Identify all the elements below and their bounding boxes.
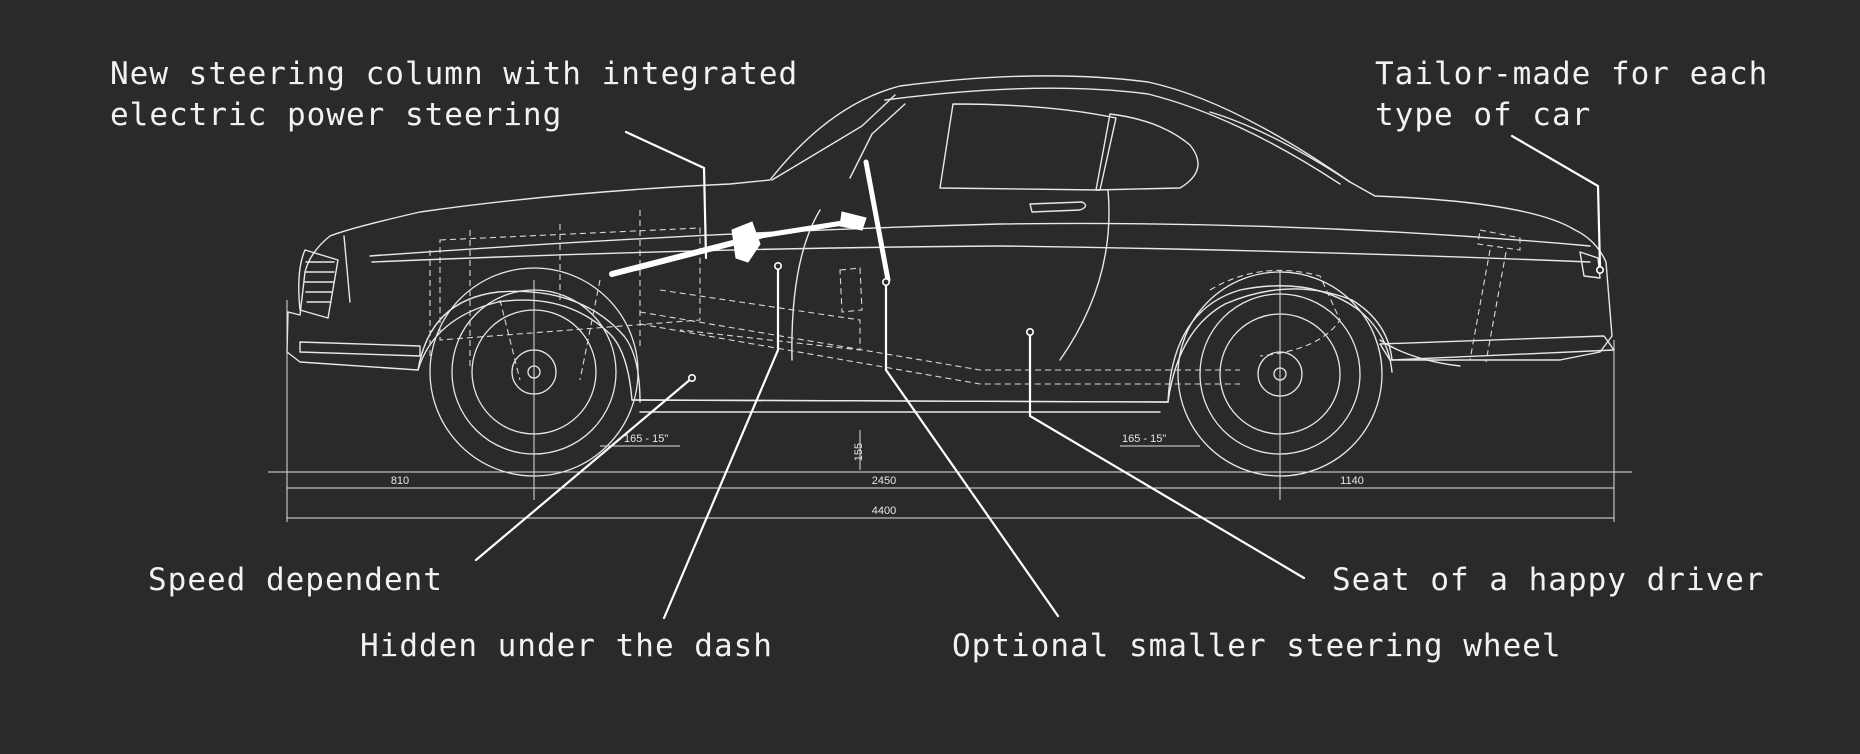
body-outline xyxy=(286,75,1613,403)
roof-line xyxy=(884,87,1341,185)
callout-tailor-made: Tailor-made for each type of car xyxy=(1375,54,1768,136)
steering-wheel xyxy=(863,159,891,283)
dimension-lines xyxy=(268,270,1632,522)
steering-coupling xyxy=(839,211,867,231)
driveshaft-dashed xyxy=(639,311,1240,371)
driveshaft-dashed-lower xyxy=(639,323,1240,385)
belt-line-upper xyxy=(369,222,1591,257)
callout-steering-column-line1: New steering column with integrated xyxy=(110,56,799,92)
tail-light xyxy=(1579,251,1601,279)
dim-rear-tire: 165 - 15" xyxy=(1122,433,1166,445)
callout-steering-column-line2: electric power steering xyxy=(110,97,563,133)
rear-wheel-arch xyxy=(1167,285,1393,403)
leader-optional-wheel xyxy=(884,280,1060,618)
callout-speed-dependent: Speed dependent xyxy=(148,560,443,601)
leader-hidden-dash xyxy=(662,264,780,620)
leader-speed-dependent xyxy=(474,376,694,562)
side-window-rear xyxy=(1095,113,1199,191)
callout-happy-driver-text: Seat of a happy driver xyxy=(1332,562,1765,598)
leader-steering-column xyxy=(624,130,708,260)
windshield-front xyxy=(771,94,896,181)
dim-wheelbase: 2450 xyxy=(872,475,896,487)
callout-happy-driver: Seat of a happy driver xyxy=(1332,560,1765,601)
engine-outline-dashed xyxy=(439,227,701,341)
callout-optional-wheel-text: Optional smaller steering wheel xyxy=(952,628,1562,664)
front-bumper xyxy=(299,341,421,357)
leader-endpoints xyxy=(687,261,1605,382)
endpoint-optional-wheel xyxy=(881,277,890,286)
endpoint-tailor-made xyxy=(1596,265,1605,274)
callout-steering-column: New steering column with integrated elec… xyxy=(110,54,798,136)
eps-motor xyxy=(731,221,761,263)
dim-front-overhang: 810 xyxy=(391,475,409,487)
dim-rear-overhang: 1140 xyxy=(1340,475,1364,487)
door-handle xyxy=(1029,201,1087,213)
gearbox-dashed xyxy=(659,289,861,351)
endpoint-hidden-dash xyxy=(773,261,782,270)
grille xyxy=(298,249,339,319)
dim-overall-length: 4400 xyxy=(872,505,896,517)
dim-ground-clearance: 155 xyxy=(853,443,865,461)
pedal-box-dashed xyxy=(839,267,863,313)
car-body xyxy=(286,75,1615,413)
endpoint-speed-dependent xyxy=(687,373,696,382)
rear-bumper-lower xyxy=(1379,339,1461,367)
front-wheel-arch xyxy=(417,290,641,403)
callout-speed-dependent-text: Speed dependent xyxy=(148,562,443,598)
headlight-edge xyxy=(343,235,351,303)
door-rear-edge xyxy=(1059,189,1110,361)
callout-hidden-dash: Hidden under the dash xyxy=(360,626,773,667)
leader-lines xyxy=(474,130,1602,620)
endpoint-happy-driver xyxy=(1026,327,1035,336)
callout-tailor-made-line1: Tailor-made for each xyxy=(1375,56,1769,92)
side-window-front xyxy=(939,103,1117,191)
leader-happy-driver xyxy=(1028,330,1306,580)
windshield-inner xyxy=(849,103,906,179)
rear-spring-dashed xyxy=(1469,229,1521,363)
steering-assembly xyxy=(609,159,891,283)
rocker xyxy=(631,399,1169,403)
rear-axle-dashed xyxy=(1209,269,1341,357)
callout-hidden-dash-text: Hidden under the dash xyxy=(360,628,773,664)
callout-optional-wheel: Optional smaller steering wheel xyxy=(952,626,1562,667)
front-suspension-dashed xyxy=(499,279,601,381)
belt-line-lower xyxy=(371,245,1591,263)
engine-block-dashed xyxy=(429,210,641,370)
leader-tailor-made xyxy=(1510,134,1602,270)
hidden-mechanicals xyxy=(429,210,1521,385)
rear-roof-line xyxy=(1209,111,1351,183)
callout-tailor-made-line2: type of car xyxy=(1375,97,1592,133)
grille-slats xyxy=(304,261,335,303)
dim-front-tire: 165 - 15" xyxy=(624,433,668,445)
